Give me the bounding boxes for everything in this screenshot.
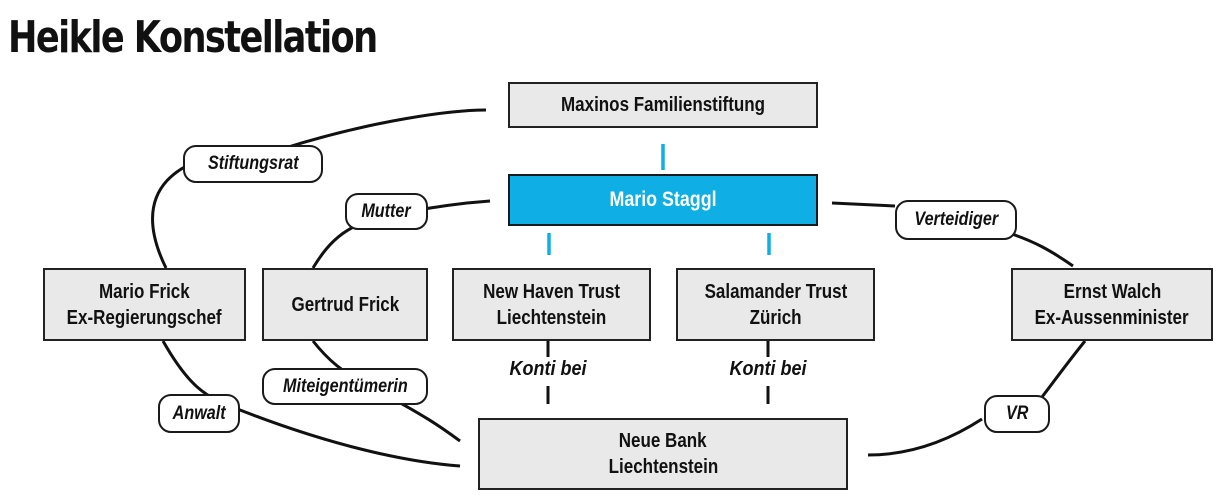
node-salamander-trust[interactable]: Salamander Trust Zürich: [676, 268, 875, 341]
node-label-line2: Ex-Regierungschef: [67, 306, 222, 329]
node-label-line1: Ernst Walch: [1063, 280, 1161, 303]
node-mario-staggl[interactable]: Mario Staggl: [508, 174, 818, 226]
pill-text: Anwalt: [172, 402, 226, 424]
pill-text: Verteidiger: [914, 209, 998, 230]
node-label: Mario Staggl: [609, 188, 717, 211]
node-label-line1: Salamander Trust: [704, 280, 847, 303]
node-label-line1: Neue Bank: [619, 430, 707, 452]
edge-verteidiger-in: [1011, 232, 1074, 268]
node-maxinos-familienstiftung[interactable]: Maxinos Familienstiftung: [508, 82, 818, 128]
pill-text: Stiftungsrat: [207, 153, 299, 174]
edge-label-konti-bei-left: Konti bei: [509, 358, 587, 380]
node-ernst-walch[interactable]: Ernst Walch Ex-Aussenminister: [1011, 268, 1213, 341]
pill-text: Mutter: [361, 200, 412, 222]
pill-text: Miteigentümerin: [282, 375, 408, 397]
node-label-line1: Mario Frick: [99, 280, 190, 303]
node-label-line2: Liechtenstein: [496, 306, 607, 329]
edge-label-mutter: Mutter: [345, 193, 428, 230]
node-label-line2: Liechtenstein: [608, 456, 718, 478]
edge-verteidiger-out: [831, 201, 896, 208]
node-label-line1: New Haven Trust: [482, 280, 620, 303]
edge-label-stiftungsrat: Stiftungsrat: [183, 145, 323, 183]
edge-anwalt: [161, 340, 461, 468]
edge-vr-out: [867, 417, 983, 457]
edge-label-anwalt: Anwalt: [158, 394, 240, 433]
node-label: Gertrud Frick: [291, 293, 399, 316]
node-new-haven-trust[interactable]: New Haven Trust Liechtenstein: [452, 268, 651, 341]
edge-label-vr: VR: [984, 395, 1050, 433]
node-label-line2: Ex-Aussenminister: [1034, 306, 1189, 329]
page-title: Heikle Konstellation: [8, 12, 378, 63]
node-mario-frick[interactable]: Mario Frick Ex-Regierungschef: [43, 268, 246, 341]
node-label-line2: Zürich: [749, 306, 802, 329]
node-gertrud-frick[interactable]: Gertrud Frick: [262, 268, 428, 341]
node-neue-bank[interactable]: Neue Bank Liechtenstein: [478, 418, 848, 490]
node-label: Maxinos Familienstiftung: [560, 94, 766, 116]
pill-text: VR: [1005, 403, 1029, 424]
edge-label-konti-bei-right: Konti bei: [729, 358, 807, 380]
edge-vr-in: [1040, 340, 1087, 398]
edge-label-verteidiger: Verteidiger: [895, 200, 1017, 240]
edge-stiftungsrat: [151, 108, 487, 269]
edge-label-miteigentuemerin: Miteigentümerin: [262, 368, 428, 405]
